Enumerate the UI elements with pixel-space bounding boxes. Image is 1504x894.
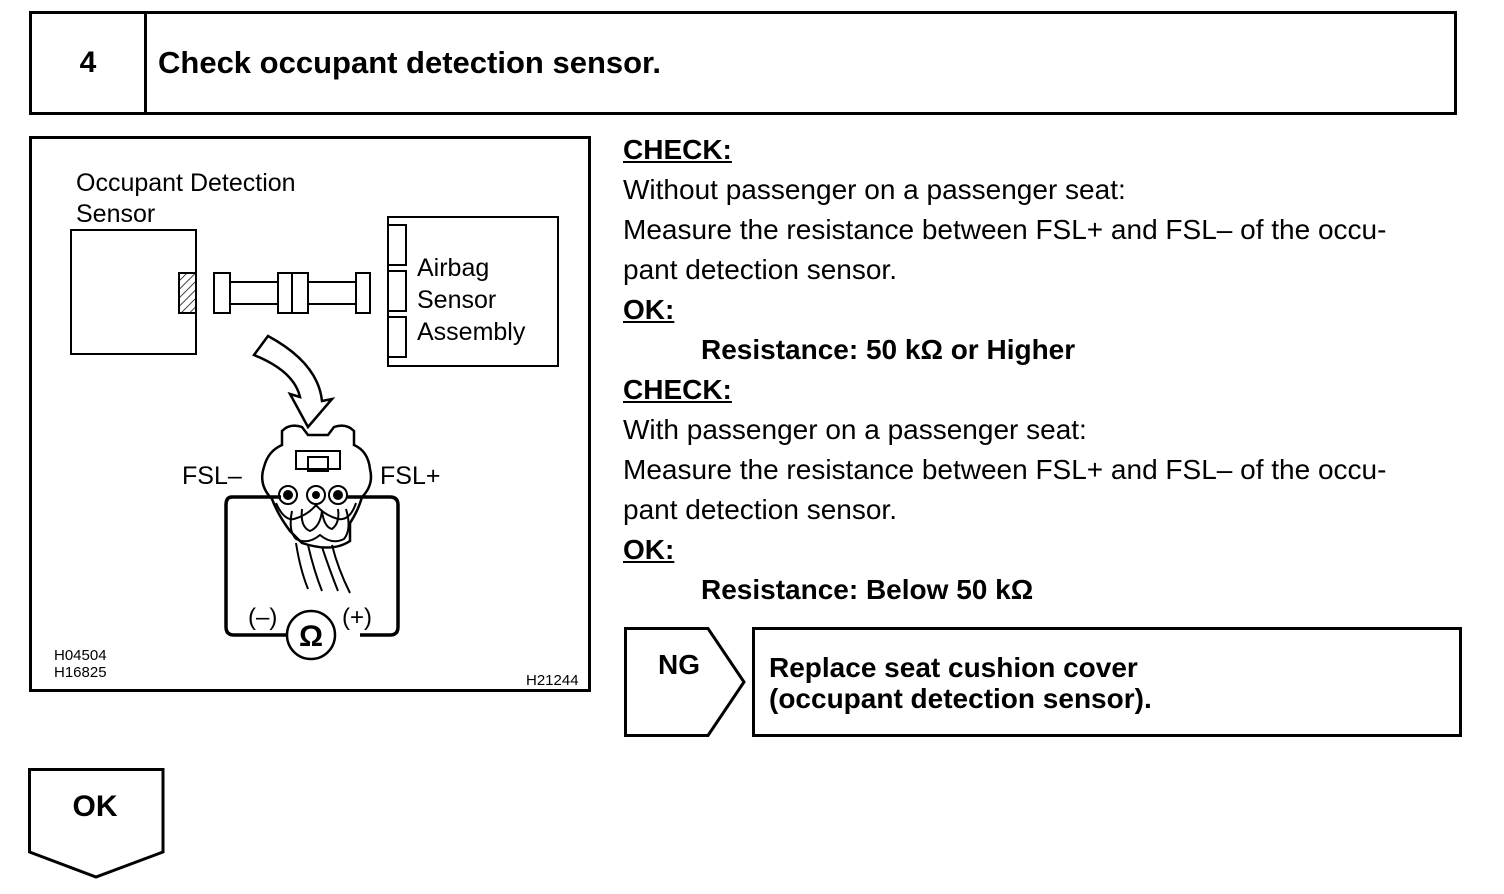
ng-branch-tag: NG (624, 627, 748, 737)
assembly-label-line3: Assembly (417, 318, 526, 346)
ng-action-box: Replace seat cushion cover (occupant det… (752, 627, 1462, 737)
occupant-sensor-box (70, 229, 197, 355)
sensor-label-line1: Occupant Detection (76, 169, 296, 197)
check-2-heading: CHECK: (623, 374, 732, 405)
ohmmeter-wiring (224, 495, 400, 637)
check-1-spec: Resistance: 50 kΩ or Higher (701, 334, 1076, 365)
terminal-fsl-plus-label: FSL+ (380, 462, 440, 490)
probe-plus-label: (+) (342, 604, 372, 631)
check-2-condition: With passenger on a passenger seat: (623, 414, 1087, 445)
figure-code-1: H04504 (54, 647, 107, 664)
assembly-label-line1: Airbag (417, 254, 489, 282)
check-1-ok-heading: OK: (623, 294, 675, 325)
assembly-label-line2: Sensor (417, 286, 496, 314)
step-title: Check occupant detection sensor. (158, 45, 662, 80)
check-2-spec: Resistance: Below 50 kΩ (701, 574, 1034, 605)
sensor-connector-hatch (178, 272, 197, 314)
ohmmeter-icon (285, 609, 337, 661)
ohm-symbol: Ω (299, 620, 323, 653)
check-1-procedure-line1: Measure the resistance between FSL+ and … (623, 214, 1387, 245)
step-number: 4 (32, 14, 147, 112)
check-instructions: CHECK: Without passenger on a passenger … (623, 130, 1468, 610)
ok-arrow-icon (28, 768, 165, 879)
check-1-heading: CHECK: (623, 134, 732, 165)
sensor-diagram: Occupant Detection Sensor Airbag Sensor … (29, 136, 591, 692)
figure-code-2: H16825 (54, 664, 107, 681)
ng-action-line2: (occupant detection sensor). (769, 683, 1152, 714)
check-1-procedure-line2: pant detection sensor. (623, 254, 897, 285)
check-1-condition: Without passenger on a passenger seat: (623, 174, 1126, 205)
check-2-ok-heading: OK: (623, 534, 675, 565)
step-header: 4 Check occupant detection sensor. (29, 11, 1457, 115)
ok-label: OK (72, 790, 118, 823)
ng-action-line1: Replace seat cushion cover (769, 652, 1138, 683)
check-2-procedure-line2: pant detection sensor. (623, 494, 897, 525)
check-2-procedure-line1: Measure the resistance between FSL+ and … (623, 454, 1387, 485)
sensor-label-line2: Sensor (76, 200, 155, 228)
probe-minus-label: (–) (248, 604, 277, 631)
ok-branch-tag: OK (28, 768, 166, 880)
ng-label: NG (658, 649, 700, 680)
harness-connector (213, 272, 371, 314)
terminal-fsl-minus-label: FSL– (182, 462, 242, 490)
curved-arrow-icon (252, 334, 336, 430)
connector-face-view (261, 424, 373, 594)
figure-code-3: H21244 (526, 672, 579, 689)
ng-arrow-icon (624, 627, 746, 737)
